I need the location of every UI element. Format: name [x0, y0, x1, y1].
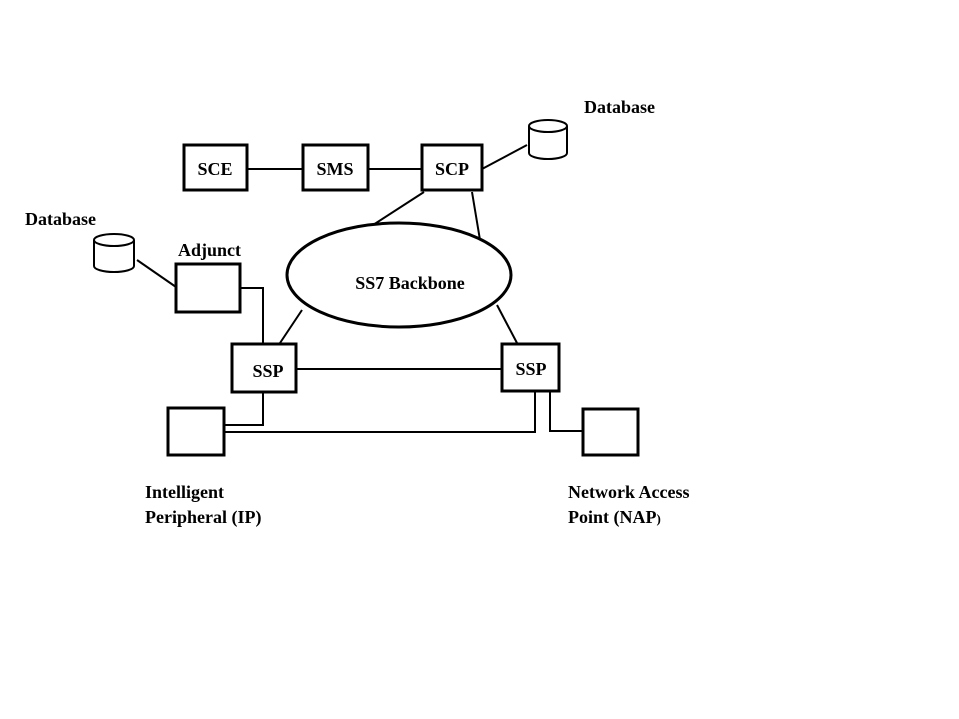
link-database-adjunct [136, 259, 177, 288]
database-icon [528, 119, 568, 160]
link-ssp-left-ip [225, 393, 264, 426]
database-icon [93, 233, 135, 273]
intelligent-peripheral-node: Intelligent Peripheral (IP) [145, 406, 261, 528]
adjunct-label: Adjunct [178, 240, 241, 260]
sms-label: SMS [316, 159, 353, 179]
link-scp-ss7-b [471, 191, 481, 241]
ip-label-line1: Intelligent [145, 482, 224, 502]
ssp-right-label: SSP [515, 359, 546, 379]
database-left: Database [25, 209, 135, 273]
adjunct-node: Adjunct [174, 240, 242, 314]
sce-node: SCE [182, 143, 249, 192]
link-ss7-ssp-left [279, 309, 303, 344]
link-scp-ss7-a [372, 191, 425, 226]
ss7-backbone: SS7 Backbone [285, 221, 513, 329]
database-top-right-label: Database [584, 97, 655, 117]
sce-label: SCE [197, 159, 232, 179]
scp-node: SCP [420, 143, 484, 192]
link-ssp-right-nap [549, 392, 583, 432]
network-access-point-node: Network Access Point (NAP) [568, 407, 689, 528]
nap-label-line2-paren: ) [657, 511, 661, 526]
ssp-left-node: SSP [230, 342, 298, 394]
nap-label-line2: Point (NAP) [568, 507, 661, 528]
nap-label-line2-main: Point (NAP [568, 507, 657, 528]
link-ip-ssp-right [225, 392, 536, 433]
ssp-left-label: SSP [252, 361, 283, 381]
ss7-backbone-label: SS7 Backbone [355, 273, 465, 293]
ip-label-line2: Peripheral (IP) [145, 507, 261, 528]
link-adjunct-ssp-left [240, 287, 264, 343]
sms-node: SMS [301, 143, 370, 192]
database-top-right: Database [528, 97, 655, 160]
ssp-right-node: SSP [500, 342, 561, 393]
connections [136, 144, 583, 433]
nap-label-line1: Network Access [568, 482, 689, 502]
scp-label: SCP [435, 159, 469, 179]
link-scp-database [481, 144, 528, 170]
link-ss7-ssp-right [496, 304, 518, 344]
database-left-label: Database [25, 209, 96, 229]
